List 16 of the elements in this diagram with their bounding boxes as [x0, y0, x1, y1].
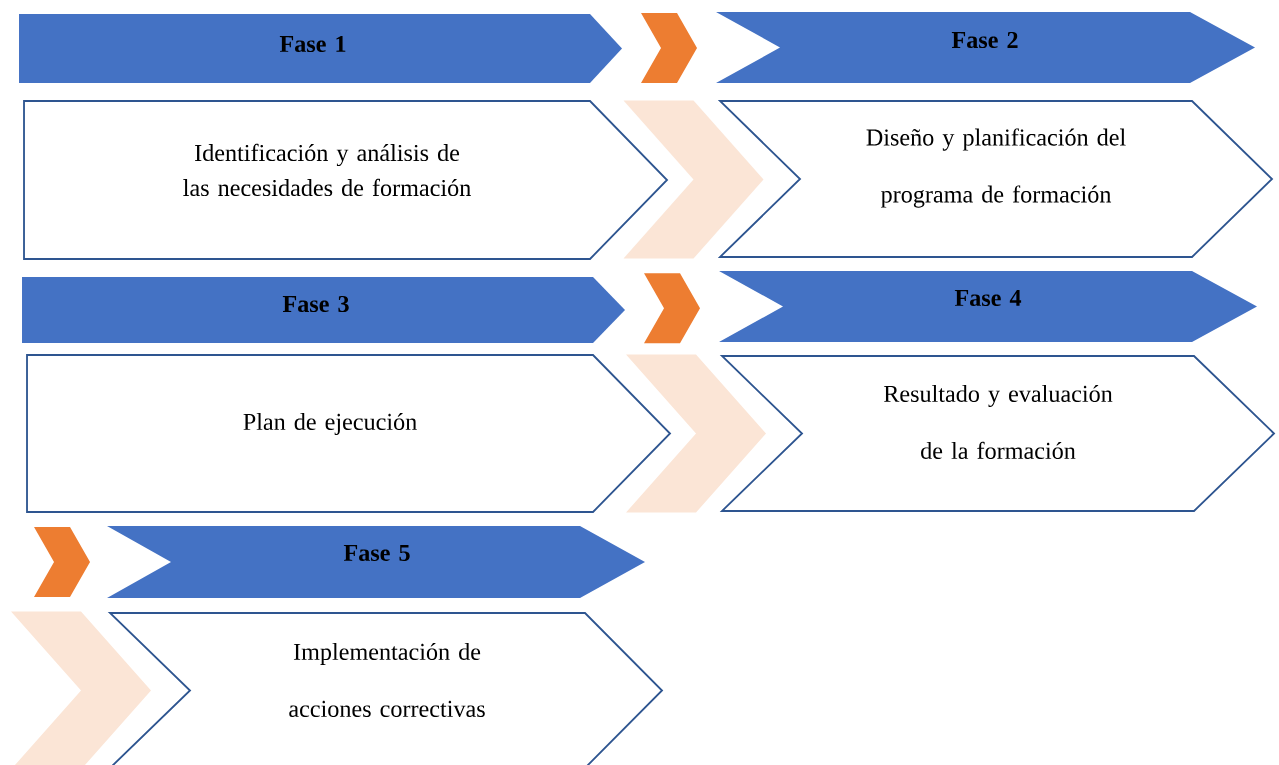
chevron-arrow	[641, 13, 697, 83]
chevron-box: Diseño y planificación del programa de formación	[717, 100, 1274, 258]
phase-header: Fase 2	[716, 12, 1255, 83]
chevron-arrow	[34, 527, 90, 597]
phase-header: Fase 3	[22, 277, 625, 343]
chevron-arrow	[644, 273, 700, 344]
chevron-arrow	[11, 611, 151, 765]
phase-header: Fase 5	[107, 526, 645, 598]
chevron-box: Resultado y evaluación de la formación	[719, 355, 1276, 512]
chevron-box: Identificación y análisis de las necesidades de formación	[23, 100, 669, 260]
phase-header: Fase 4	[719, 271, 1257, 342]
chevron-box: Plan de ejecución	[26, 354, 672, 513]
chevron-box: Implementación de acciones correctivas	[107, 612, 664, 765]
chevron-arrow	[626, 354, 766, 513]
chevron-arrow	[623, 100, 764, 259]
phase-header: Fase 1	[19, 14, 622, 83]
